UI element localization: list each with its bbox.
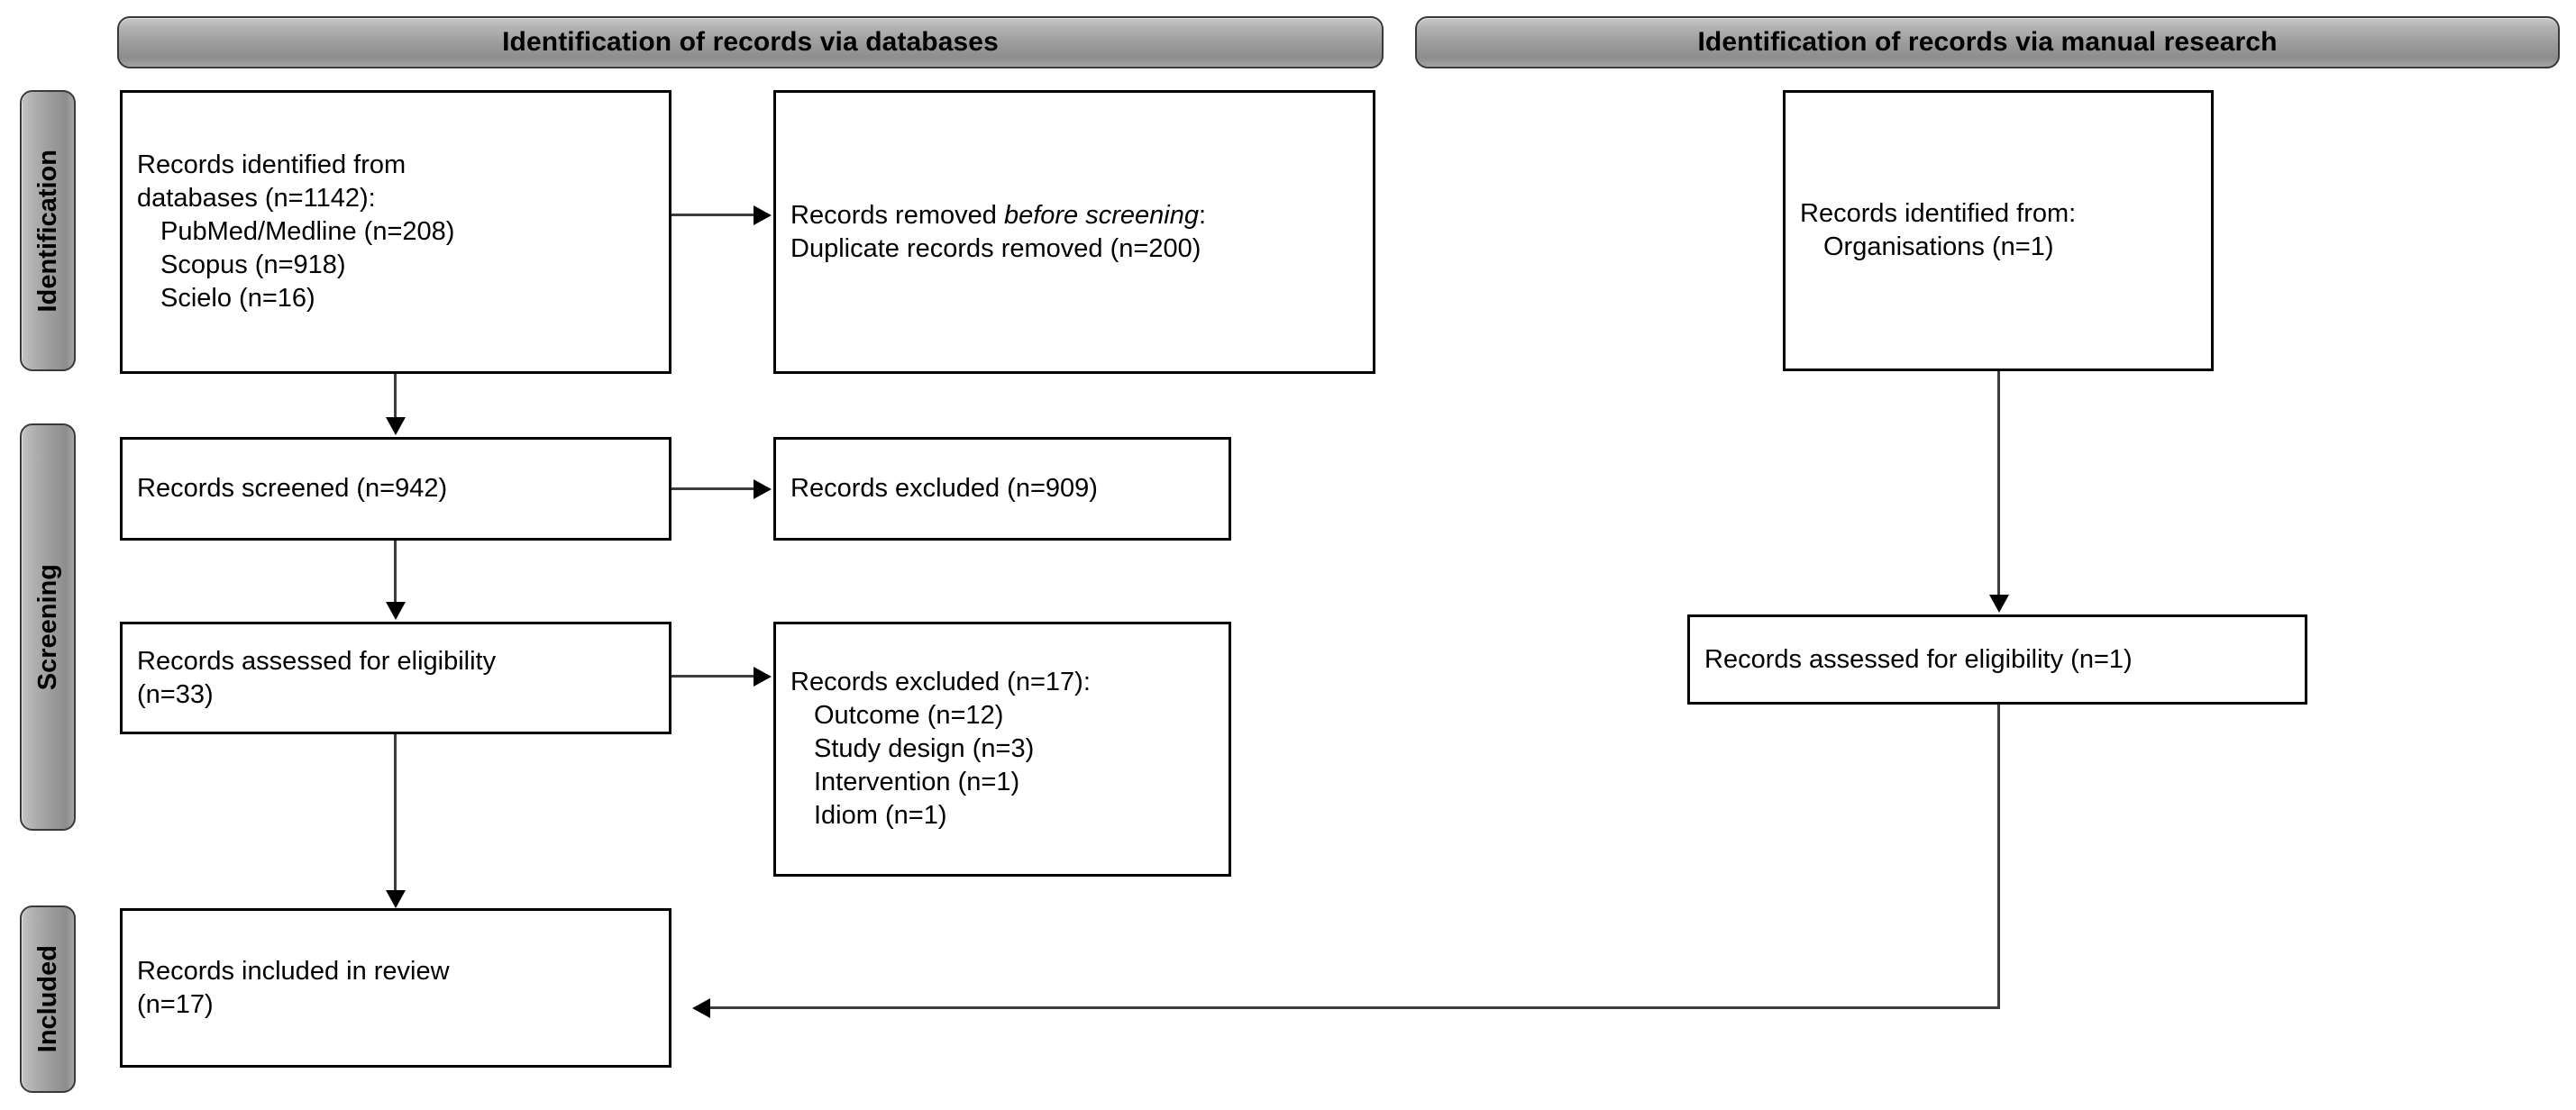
box-records-identified-manual: Records identified from: Organisations (… xyxy=(1783,90,2214,371)
removed-prefix: Records removed xyxy=(790,200,1004,230)
box-records-assessed-eligibility-line-1: Records assessed for eligibility xyxy=(137,646,497,676)
arrowhead-manual-identified-to-eligibility xyxy=(1989,595,2009,613)
box-records-excluded-reasons-line-5: Idiom (n=1) xyxy=(814,800,947,830)
arrowhead-screened-to-excluded xyxy=(754,479,772,499)
box-records-identified-databases-line-4: Scopus (n=918) xyxy=(160,250,346,279)
box-records-assessed-eligibility: Records assessed for eligibility (n=33) xyxy=(120,622,671,734)
box-records-identified-manual-line-2: Organisations (n=1) xyxy=(1823,232,2054,261)
box-records-identified-databases: Records identified from databases (n=114… xyxy=(120,90,671,374)
box-records-excluded-reasons-line-3: Study design (n=3) xyxy=(814,734,1035,764)
removed-suffix: : xyxy=(1198,200,1207,230)
box-records-removed-line-2: Duplicate records removed (n=200) xyxy=(790,233,1201,263)
stage-label-screening: Screening xyxy=(20,423,76,831)
box-records-excluded-reasons-line-4: Intervention (n=1) xyxy=(814,767,1020,796)
header-banner-manual-research: Identification of records via manual res… xyxy=(1415,16,2560,68)
connector-identified-to-removed xyxy=(671,214,755,216)
stage-label-included: Included xyxy=(20,905,76,1093)
connector-manual-eligibility-elbow-horizontal xyxy=(710,1006,2000,1009)
box-records-assessed-eligibility-line-2: (n=33) xyxy=(137,679,214,709)
header-banner-databases-label: Identification of records via databases xyxy=(502,27,999,57)
connector-screened-to-excluded xyxy=(671,487,755,490)
box-records-identified-databases-line-3: PubMed/Medline (n=208) xyxy=(160,217,455,247)
box-records-excluded-screening-line-1: Records excluded (n=909) xyxy=(790,474,1098,504)
box-records-assessed-eligibility-manual: Records assessed for eligibility (n=1) xyxy=(1687,614,2307,705)
arrowhead-eligibility-to-excluded-reasons xyxy=(754,667,772,687)
box-records-excluded-with-reasons: Records excluded (n=17): Outcome (n=12) … xyxy=(773,622,1231,877)
box-records-removed-before-screening: Records removed before screening: Duplic… xyxy=(773,90,1375,374)
connector-eligibility-to-included xyxy=(394,734,397,892)
arrowhead-screened-to-eligibility xyxy=(386,602,406,620)
box-records-screened-line-1: Records screened (n=942) xyxy=(137,474,448,504)
arrowhead-identified-to-screened xyxy=(386,417,406,435)
stage-label-screening-text: Screening xyxy=(32,563,62,691)
box-records-excluded-reasons-line-2: Outcome (n=12) xyxy=(814,701,1004,731)
stage-label-identification-text: Identification xyxy=(32,149,62,313)
box-records-identified-databases-line-1: Records identified from xyxy=(137,150,406,180)
connector-identified-to-screened xyxy=(394,374,397,419)
connector-manual-identified-to-eligibility xyxy=(1997,371,2000,596)
box-records-identified-databases-line-2: databases (n=1142): xyxy=(137,184,376,214)
box-records-screened: Records screened (n=942) xyxy=(120,437,671,541)
connector-screened-to-eligibility xyxy=(394,541,397,604)
box-records-identified-databases-line-5: Scielo (n=16) xyxy=(160,283,315,313)
stage-label-identification: Identification xyxy=(20,90,76,371)
arrowhead-identified-to-removed xyxy=(754,205,772,225)
box-records-identified-manual-line-1: Records identified from: xyxy=(1800,199,2077,229)
arrowhead-eligibility-to-included xyxy=(386,890,406,908)
arrowhead-manual-eligibility-to-included xyxy=(692,998,710,1018)
box-records-removed-line-1: Records removed before screening: xyxy=(790,199,1358,232)
box-records-excluded-screening: Records excluded (n=909) xyxy=(773,437,1231,541)
header-banner-manual-research-label: Identification of records via manual res… xyxy=(1697,27,2278,57)
box-records-assessed-eligibility-manual-line-1: Records assessed for eligibility (n=1) xyxy=(1704,644,2133,674)
box-records-included-line-2: (n=17) xyxy=(137,989,214,1019)
box-records-included-line-1: Records included in review xyxy=(137,956,450,986)
connector-eligibility-to-excluded-reasons xyxy=(671,675,755,678)
box-records-excluded-reasons-line-1: Records excluded (n=17): xyxy=(790,668,1091,697)
stage-label-included-text: Included xyxy=(32,945,62,1053)
connector-manual-eligibility-elbow-vertical xyxy=(1997,705,2000,1009)
header-banner-databases: Identification of records via databases xyxy=(117,16,1384,68)
removed-italic-phrase: before screening xyxy=(1003,200,1199,230)
box-records-included-in-review: Records included in review (n=17) xyxy=(120,908,671,1068)
